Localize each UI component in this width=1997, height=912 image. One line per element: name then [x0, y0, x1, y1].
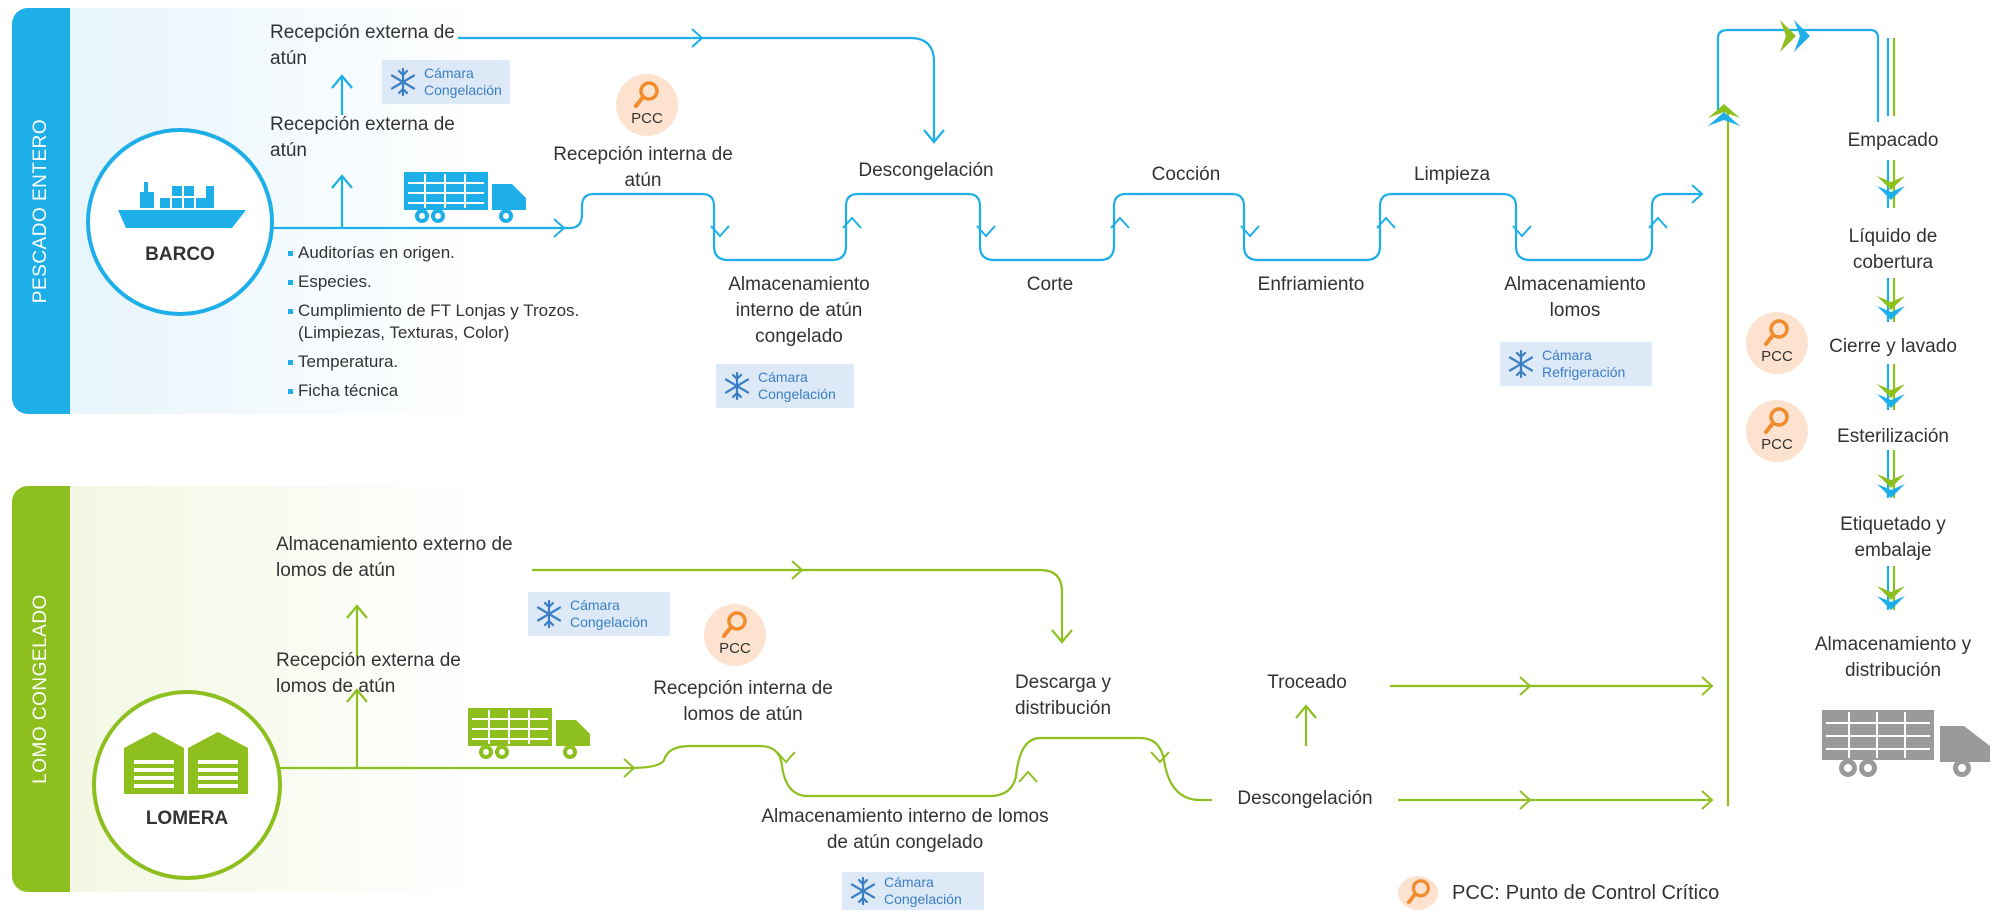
band-side-top: PESCADO ENTERO: [12, 8, 70, 414]
top-recepcion-externa-upper: Recepción externa de atún: [270, 22, 455, 69]
pcc-badge: PCC: [616, 74, 678, 136]
camara-text: Cámara Congelación: [758, 369, 836, 402]
final-cierre: Cierre y lavado: [1829, 336, 1957, 357]
legend-key: PCC:: [1452, 881, 1500, 904]
camara-badge: Cámara Congelación: [382, 60, 510, 104]
bottom-recepcion-interna: Recepción interna de lomos de atún: [653, 678, 833, 725]
final-etiquetado: Etiquetado y embalaje: [1840, 514, 1946, 561]
magnifier-icon: [722, 611, 747, 638]
top-recepcion-interna: Recepción interna de atún: [553, 144, 733, 191]
barco-name: BARCO: [145, 244, 215, 265]
pcc-badge: PCC: [1746, 400, 1808, 462]
top-recepcion-externa: Recepción externa de atún: [270, 114, 455, 161]
snowflake-icon: [724, 371, 750, 401]
pcc-badge: PCC: [704, 604, 766, 666]
trunk-arrowheads: [1708, 20, 1810, 126]
final-column-chevrons: [1877, 176, 1905, 610]
camara-badge: Cámara Congelación: [528, 592, 670, 636]
legend-text: Punto de Control Crítico: [1505, 881, 1720, 904]
snowflake-icon: [536, 599, 562, 629]
bottom-descongelacion: Descongelación: [1237, 788, 1373, 809]
truck-icon-blue: [404, 172, 526, 223]
bottom-troceado: Troceado: [1267, 672, 1347, 693]
camara-badge: Cámara Congelación: [716, 364, 854, 408]
warehouse-icon: [124, 732, 248, 794]
camara-text: Cámara Refrigeración: [1542, 347, 1626, 380]
top-almacenamiento-lomos: Almacenamiento lomos: [1504, 274, 1646, 321]
camara-text: Cámara Congelación: [884, 874, 962, 907]
truck-icon-gray: [1822, 710, 1990, 777]
pcc-badge: PCC: [1746, 312, 1808, 374]
snowflake-icon: [390, 67, 416, 97]
magnifier-icon: [1764, 319, 1789, 346]
checklist-item: Auditorías en origen.: [288, 242, 618, 264]
truck-icon-green: [468, 708, 590, 759]
final-esterilizacion: Esterilización: [1837, 426, 1949, 447]
snowflake-icon: [850, 876, 876, 906]
pcc-text: PCC: [631, 110, 663, 127]
camara-text: Cámara Congelación: [424, 65, 502, 98]
legend: PCC: Punto de Control Crítico: [1398, 876, 1719, 910]
final-empacado: Empacado: [1847, 130, 1939, 151]
top-enfriamiento: Enfriamiento: [1257, 274, 1365, 295]
top-coccion: Cocción: [1151, 164, 1221, 185]
top-almacenamiento-interno: Almacenamiento interno de atún congelado: [728, 274, 870, 347]
final-liquido: Líquido de cobertura: [1848, 226, 1938, 273]
top-descongelacion: Descongelación: [858, 160, 994, 181]
checklist-item: Cumplimiento de FT Lonjas y Trozos. (Lim…: [288, 300, 618, 344]
barco-circle: BARCO: [86, 128, 274, 316]
checklist-item: Especies.: [288, 271, 618, 293]
lomera-circle: LOMERA: [92, 690, 282, 880]
checklist-item: Ficha técnica: [288, 380, 618, 402]
top-flow-chevrons: [553, 28, 1703, 238]
magnifier-icon: [1406, 879, 1430, 905]
magnifier-icon: [634, 81, 659, 108]
checklist-item: Temperatura.: [288, 351, 618, 373]
barco-checklist: Auditorías en origen. Especies. Cumplimi…: [288, 242, 618, 409]
top-limpieza: Limpieza: [1413, 164, 1491, 185]
legend-pcc-icon: [1398, 876, 1438, 910]
bottom-recepcion-externa: Recepción externa de lomos de atún: [276, 650, 461, 697]
pcc-text: PCC: [1761, 348, 1793, 365]
final-almacenamiento: Almacenamiento y distribución: [1814, 634, 1972, 681]
pcc-text: PCC: [719, 640, 751, 657]
camara-badge: Cámara Refrigeración: [1500, 342, 1652, 386]
camara-text: Cámara Congelación: [570, 597, 648, 630]
band-side-bottom: LOMO CONGELADO: [12, 486, 70, 892]
magnifier-icon: [1764, 407, 1789, 434]
bottom-descarga: Descarga y distribución: [1014, 672, 1112, 719]
bottom-almacenamiento-externo: Almacenamiento externo de lomos de atún: [276, 534, 513, 581]
bottom-almacenamiento-interno: Almacenamiento interno de lomos de atún …: [761, 806, 1049, 853]
snowflake-icon: [1508, 349, 1534, 379]
lomera-name: LOMERA: [145, 808, 229, 829]
bottom-flow-lines: [270, 112, 1730, 806]
top-corte: Corte: [1026, 274, 1074, 295]
camara-badge: Cámara Congelación: [842, 872, 984, 910]
ship-icon: [118, 182, 246, 228]
pcc-text: PCC: [1761, 436, 1793, 453]
